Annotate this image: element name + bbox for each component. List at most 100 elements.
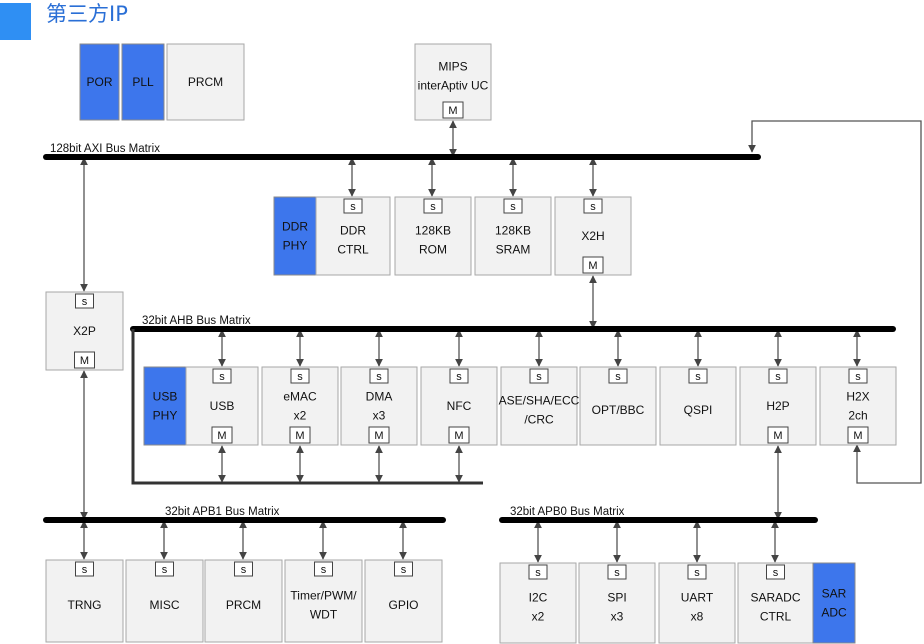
ahb-frame xyxy=(131,329,483,485)
slave-port xyxy=(608,368,628,384)
slave-port-label: s xyxy=(694,567,700,579)
block-label: x2 xyxy=(532,610,545,624)
block-label: H2X xyxy=(846,390,869,404)
master-port xyxy=(582,256,604,274)
slave-port-label: s xyxy=(401,564,407,576)
slave-port-label: s xyxy=(82,296,88,308)
slave-port xyxy=(607,564,627,580)
master-port-label: M xyxy=(80,355,89,367)
bus-label-ahb: 32bit AHB Bus Matrix xyxy=(142,315,251,327)
slave-port-label: s xyxy=(241,564,247,576)
slave-port xyxy=(687,564,707,580)
block-label: NFC xyxy=(447,399,472,413)
slave-port-label: s xyxy=(695,371,701,383)
slave-port-label: s xyxy=(590,201,596,213)
page-title: 第三方IP xyxy=(46,2,128,26)
block-label: SRAM xyxy=(496,243,531,257)
h2x-axi-feedback-path xyxy=(748,120,922,484)
slave-port xyxy=(766,564,785,580)
slave-port-label: s xyxy=(773,567,779,579)
slave-port xyxy=(75,561,94,577)
bus-label-axi: 128bit AXI Bus Matrix xyxy=(50,143,160,155)
block-label: CTRL xyxy=(337,243,369,257)
block-label: WDT xyxy=(310,608,338,622)
block-label: Timer/PWM/ xyxy=(290,589,357,603)
block-label: 128KB xyxy=(495,224,531,238)
block-label: x3 xyxy=(373,409,386,423)
block-body xyxy=(414,43,492,121)
block-label: SARADC xyxy=(750,591,800,605)
slave-port-label: s xyxy=(219,371,225,383)
block-label: DDR xyxy=(282,220,308,234)
block-label: ROM xyxy=(419,243,447,257)
slave-port-label: s xyxy=(376,371,382,383)
slave-port xyxy=(369,368,389,384)
slave-port-label: s xyxy=(775,371,781,383)
slave-port xyxy=(848,368,868,384)
block-label: POR xyxy=(86,75,112,89)
slave-port xyxy=(212,368,232,384)
master-port xyxy=(289,426,311,444)
block-label: ADC xyxy=(821,606,847,620)
slave-port-label: s xyxy=(615,371,621,383)
slave-port-label: s xyxy=(350,201,356,213)
block-label: X2H xyxy=(581,229,604,243)
block-body xyxy=(121,43,165,121)
master-port xyxy=(442,101,464,119)
slave-port xyxy=(394,561,413,577)
block-sar-adc: SARADC xyxy=(812,562,856,644)
master-port xyxy=(847,426,869,444)
block-label: DMA xyxy=(366,390,393,404)
block-label: PHY xyxy=(153,409,178,423)
block-label: SPI xyxy=(607,591,626,605)
block-pll: PLL xyxy=(121,43,165,121)
slave-port-label: s xyxy=(82,564,88,576)
block-label: 2ch xyxy=(848,409,867,423)
slave-port-label: s xyxy=(162,564,168,576)
block-label: I2C xyxy=(529,591,548,605)
slave-port-label: s xyxy=(535,567,541,579)
block-body xyxy=(166,43,245,121)
block-label: H2P xyxy=(766,399,789,413)
slave-port xyxy=(583,198,603,214)
block-label: CTRL xyxy=(760,610,792,624)
block-body xyxy=(812,562,856,644)
master-port-label: M xyxy=(588,260,597,272)
slave-port xyxy=(529,368,549,384)
slave-port-label: s xyxy=(430,201,436,213)
master-port-label: M xyxy=(773,430,782,442)
block-label: interAptiv UC xyxy=(418,79,489,93)
block-label: GPIO xyxy=(388,598,418,612)
block-label: TRNG xyxy=(68,598,102,612)
block-label: x3 xyxy=(611,610,624,624)
block-label: x2 xyxy=(294,409,307,423)
slave-port-label: s xyxy=(614,567,620,579)
slave-port-label: s xyxy=(855,371,861,383)
block-label: X2P xyxy=(73,324,96,338)
slave-port-label: s xyxy=(321,564,327,576)
block-por: POR xyxy=(79,43,120,121)
master-port xyxy=(767,426,789,444)
master-port-label: M xyxy=(295,430,304,442)
header-marker xyxy=(0,3,31,40)
master-port xyxy=(211,426,233,444)
block-label: 128KB xyxy=(415,224,451,238)
master-port-label: M xyxy=(454,430,463,442)
block-label: MISC xyxy=(150,598,180,612)
slave-port xyxy=(449,368,469,384)
block-h2p: sM H2P xyxy=(739,366,817,446)
